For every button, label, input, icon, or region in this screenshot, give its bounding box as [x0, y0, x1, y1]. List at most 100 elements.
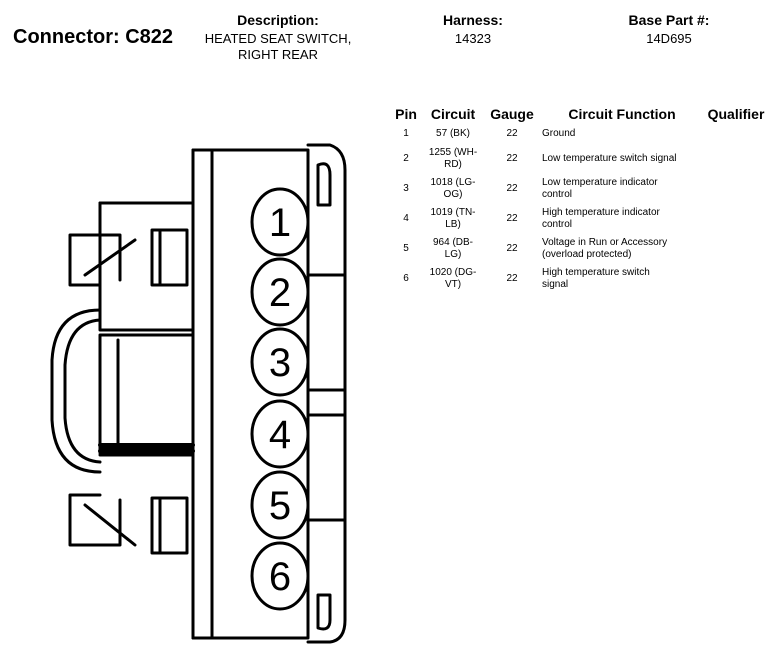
table-row: 5 964 (DB-LG) 22 Voltage in Run or Acces… [390, 234, 770, 264]
function-line-1: High temperature switch [542, 267, 650, 278]
function-line-1: Low temperature indicator [542, 177, 658, 188]
function-line-1: Voltage in Run or Accessory [542, 237, 668, 248]
right-cover-notch-top [316, 162, 332, 207]
function-line-1: High temperature indicator [542, 207, 660, 218]
table-row: 2 1255 (WH-RD) 22 Low temperature switch… [390, 144, 770, 174]
description-block: Description: HEATED SEAT SWITCH, RIGHT R… [183, 12, 373, 63]
pin-cavity-2 [250, 257, 310, 327]
pin-cavity-3 [250, 327, 310, 397]
harness-block: Harness: 14323 [413, 12, 533, 47]
function-cell: Ground [540, 124, 702, 144]
gauge-cell: 22 [506, 153, 518, 164]
circuit-line-2: LG) [444, 249, 462, 260]
circuit-cell: 57 (BK) [422, 124, 484, 144]
function-line-2: (overload protected) [542, 249, 632, 260]
lower-tab-window [150, 496, 189, 555]
base-part-block: Base Part #: 14D695 [599, 12, 739, 47]
connector-right-cover [306, 143, 347, 644]
circuit-line-1: 1255 (WH- [428, 147, 478, 158]
table-row: 4 1019 (TN-LB) 22 High temperature indic… [390, 204, 770, 234]
pinout-table: Pin Circuit Gauge Circuit Function Quali… [390, 104, 770, 294]
circuit-line-1: 1020 (DG- [429, 267, 477, 278]
upper-tab-outline [68, 233, 122, 287]
circuit-cell: 1019 (TN-LB) [422, 204, 484, 234]
connector-title: Connector: C822 [13, 26, 174, 48]
table-row: 6 1020 (DG-VT) 22 High temperature switc… [390, 264, 770, 294]
header-circuit-function: Circuit Function [568, 106, 676, 122]
circuit-cell: 1018 (LG-OG) [422, 174, 484, 204]
upper-tab-diagonal [83, 238, 137, 277]
pin-cell: 6 [403, 273, 409, 284]
gauge-cell: 22 [506, 243, 518, 254]
description-line-1: HEATED SEAT SWITCH, [204, 31, 352, 46]
description-line-2: RIGHT REAR [238, 47, 318, 62]
function-cell: Voltage in Run or Accessory(overload pro… [540, 234, 702, 264]
pin-cavity-5 [250, 470, 310, 540]
circuit-line-2: RD) [444, 159, 462, 170]
header-qualifier: Qualifier [707, 106, 765, 122]
pin-cell: 3 [403, 183, 409, 194]
base-part-label: Base Part #: [628, 12, 710, 28]
lower-tab-diagonal [83, 503, 137, 547]
right-cover-notch-bottom [316, 593, 332, 631]
right-cover-dividers [306, 273, 347, 522]
circuit-line-2: VT) [444, 279, 462, 290]
pin-label-3: 3 [269, 341, 291, 385]
function-line-1: Low temperature switch signal [542, 153, 677, 164]
function-line-2: signal [542, 279, 569, 290]
pin-cavity-1 [250, 187, 310, 257]
function-line-2: control [542, 219, 573, 230]
latch-details [98, 338, 195, 450]
pin-cavity-6 [250, 541, 310, 611]
pin-cell: 2 [403, 153, 409, 164]
upper-tab-window [150, 228, 189, 287]
gauge-cell: 22 [506, 273, 518, 284]
circuit-line-2: LB) [445, 219, 461, 230]
latch-outline-outer [50, 308, 102, 474]
pin-label-1: 1 [269, 201, 291, 245]
base-part-value: 14D695 [646, 31, 692, 46]
housing-body [210, 148, 310, 640]
pin-label-2: 2 [269, 271, 291, 315]
function-cell: Low temperature switch signal [540, 144, 702, 174]
pin-cavity-4 [250, 399, 310, 469]
connector-housing [98, 148, 310, 640]
pin-cell: 4 [403, 213, 409, 224]
function-line-2: control [542, 189, 573, 200]
gauge-cell: 22 [506, 128, 518, 139]
header-circuit: Circuit [430, 106, 476, 122]
table-row: 1 57 (BK) 22 Ground [390, 124, 770, 144]
gauge-cell: 22 [506, 213, 518, 224]
pin-cell: 5 [403, 243, 409, 254]
pin-label-4: 4 [269, 413, 291, 457]
function-line-1: Ground [542, 128, 576, 139]
housing-side-outline [98, 148, 195, 640]
table-header-row: Pin Circuit Gauge Circuit Function Quali… [390, 104, 770, 124]
latch-body [98, 333, 195, 455]
circuit-cell: 964 (DB-LG) [422, 234, 484, 264]
housing-left-rail [191, 148, 214, 640]
description-label: Description: [237, 12, 319, 28]
circuit-line-1: 1019 (TN- [430, 207, 476, 218]
pin-cell: 1 [403, 128, 409, 139]
circuit-line-1: 964 (DB- [432, 237, 473, 248]
harness-value: 14323 [454, 31, 492, 46]
pin-label-6: 6 [269, 555, 291, 599]
circuit-cell: 1020 (DG-VT) [422, 264, 484, 294]
upper-side-tab [68, 228, 189, 287]
harness-label: Harness: [443, 12, 503, 28]
pin-cavities [250, 187, 310, 611]
circuit-line-2: OG) [443, 189, 463, 200]
circuit-line-1: 1018 (LG- [430, 177, 476, 188]
circuit-line-1: 57 (BK) [436, 128, 470, 139]
circuit-cell: 1255 (WH-RD) [422, 144, 484, 174]
connector-latch [50, 308, 195, 474]
header-gauge: Gauge [490, 106, 534, 122]
pin-label-5: 5 [269, 484, 291, 528]
header-pin: Pin [395, 106, 417, 122]
right-cover-outline [306, 143, 347, 644]
